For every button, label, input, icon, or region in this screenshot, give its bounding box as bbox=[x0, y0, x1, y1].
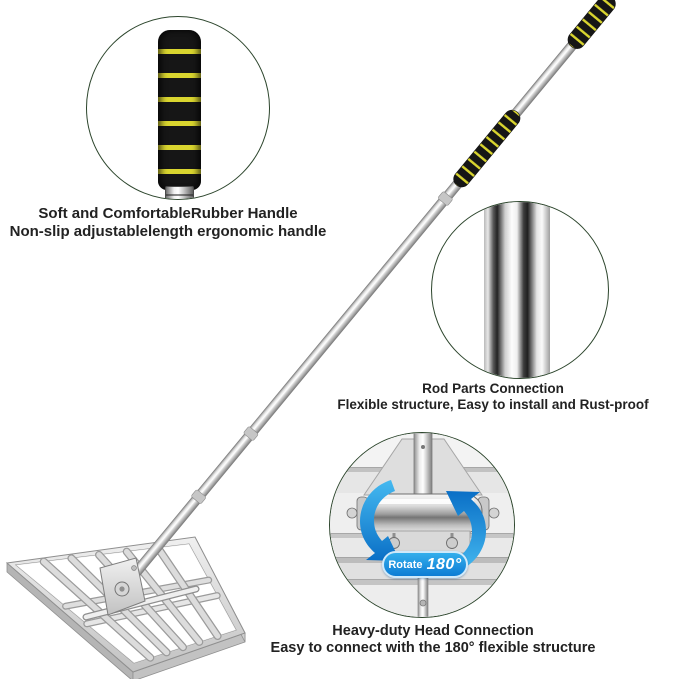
head-caption-subtitle: Easy to connect with the 180° flexible s… bbox=[270, 639, 596, 656]
handle-caption-title: Soft and ComfortableRubber Handle bbox=[38, 205, 298, 222]
head-callout-circle: Rotate 180° bbox=[329, 432, 515, 618]
top-foam-grip bbox=[567, 0, 616, 49]
head-caption: Heavy-duty Head Connection Easy to conne… bbox=[244, 623, 622, 656]
handle-caption: Soft and ComfortableRubber Handle Non-sl… bbox=[0, 205, 336, 241]
handle-callout-circle bbox=[86, 16, 270, 200]
rod-closeup bbox=[484, 202, 550, 378]
pole-joint-connector bbox=[191, 489, 206, 504]
handle-caption-subtitle: Non-slip adjustablelength ergonomic hand… bbox=[9, 223, 327, 240]
pole-joint-connector bbox=[438, 191, 453, 206]
head-connection-closeup bbox=[330, 433, 514, 617]
badge-label: Rotate bbox=[388, 558, 423, 571]
middle-foam-grip bbox=[453, 109, 521, 188]
rotate-arrow-left-icon bbox=[360, 480, 400, 561]
clamp-bolt bbox=[446, 533, 458, 549]
pole-stub bbox=[413, 433, 433, 498]
handle-ferrule bbox=[165, 186, 194, 199]
rod-caption-title: Rod Parts Connection bbox=[422, 381, 564, 396]
pole-head-bracket bbox=[99, 557, 146, 616]
pole-joint-connector bbox=[243, 426, 259, 441]
badge-value: 180° bbox=[426, 555, 462, 573]
rod-callout-circle bbox=[431, 201, 609, 379]
rubber-handle-closeup bbox=[158, 30, 201, 190]
rotate-180-badge: Rotate 180° bbox=[382, 551, 468, 578]
rod-caption-subtitle: Flexible structure, Easy to install and … bbox=[337, 397, 649, 412]
head-caption-title: Heavy-duty Head Connection bbox=[332, 623, 534, 639]
rod-caption: Rod Parts Connection Flexible structure,… bbox=[304, 381, 679, 413]
